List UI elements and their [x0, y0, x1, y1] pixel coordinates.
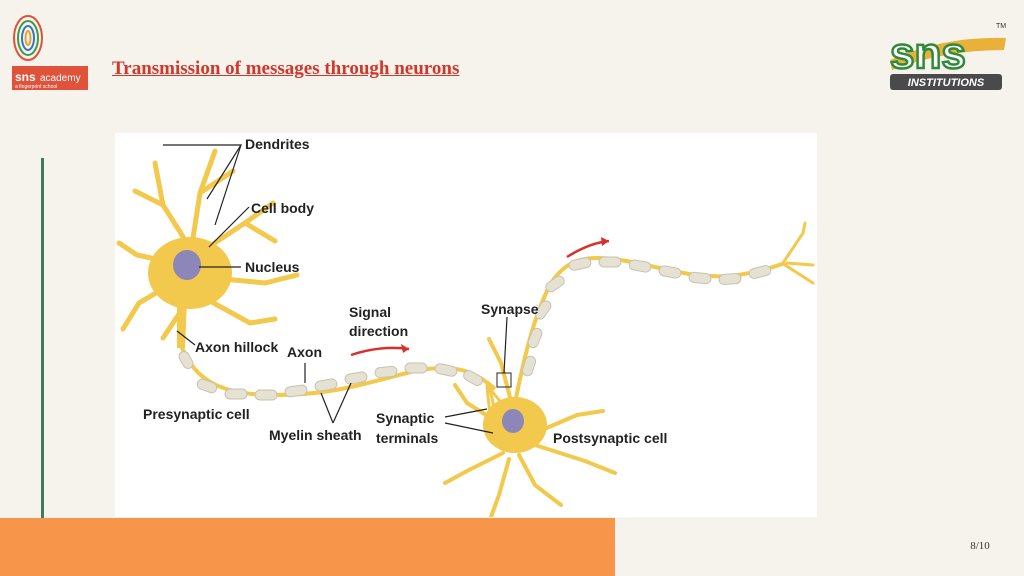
bottom-accent-bar	[0, 518, 615, 576]
label-axon-hillock: Axon hillock	[195, 339, 278, 355]
logo-left-brand: sns	[15, 70, 36, 84]
page-number: 8/10	[970, 540, 990, 552]
axon-hillock	[177, 301, 187, 348]
presynaptic-nucleus	[173, 250, 201, 280]
postsynaptic-myelin-sheath	[521, 256, 772, 377]
signal-direction-arrow-2	[566, 237, 610, 259]
vertical-accent-line	[41, 158, 44, 522]
slide-title: Transmission of messages through neurons	[112, 58, 460, 79]
sns-academy-logo: sns academy a fingerprint school	[10, 8, 90, 92]
label-dendrites: Dendrites	[245, 136, 310, 152]
logo-right-tm: TM	[996, 23, 1006, 30]
logo-left-tagline: a fingerprint school	[15, 84, 57, 90]
label-nucleus: Nucleus	[245, 259, 300, 275]
label-postsynaptic-cell: Postsynaptic cell	[553, 430, 667, 446]
signal-direction-arrow-1	[350, 344, 410, 357]
logo-left-word: academy	[40, 73, 81, 84]
postsynaptic-dendrites	[443, 337, 617, 517]
sns-institutions-logo: sns TM INSTITUTIONS	[884, 16, 1012, 96]
label-myelin-sheath: Myelin sheath	[269, 427, 362, 443]
leader-lines	[163, 144, 508, 434]
postsynaptic-nucleus	[502, 409, 524, 433]
logo-right-word: INSTITUTIONS	[908, 77, 985, 89]
label-synapse: Synapse	[481, 301, 539, 317]
label-direction: direction	[349, 323, 408, 339]
label-synaptic: Synaptic	[376, 410, 435, 426]
presynaptic-myelin-sheath	[178, 351, 483, 401]
label-signal: Signal	[349, 304, 391, 320]
label-presynaptic-cell: Presynaptic cell	[143, 406, 250, 422]
logo-right-brand: sns	[890, 29, 966, 78]
neuron-diagram: Dendrites Cell body Nucleus Axon hillock…	[115, 133, 817, 517]
label-cell-body: Cell body	[251, 200, 314, 216]
postsynaptic-axon-terminals	[781, 221, 815, 285]
neuron-diagram-svg: Dendrites Cell body Nucleus Axon hillock…	[116, 136, 815, 517]
label-terminals: terminals	[376, 430, 438, 446]
logo-swoosh	[890, 37, 1006, 70]
label-axon: Axon	[287, 344, 322, 360]
fingerprint-icon: sns academy a fingerprint school	[12, 15, 88, 90]
